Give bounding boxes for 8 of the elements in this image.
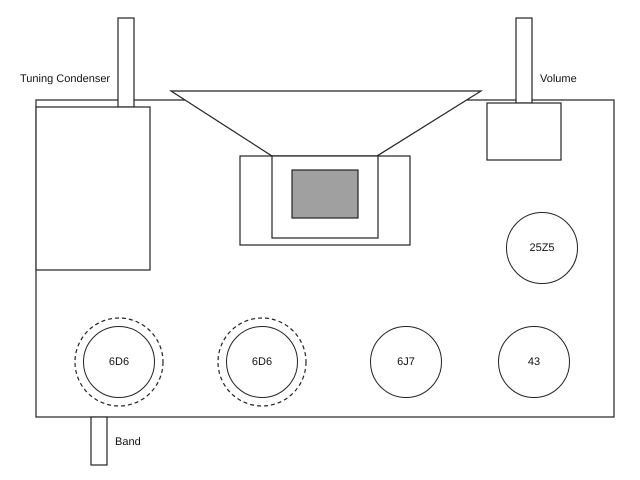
tube-label: 6D6 [252, 356, 272, 368]
part-label: Tuning Condenser [20, 73, 110, 85]
part-label: Band [115, 436, 141, 448]
tube-label: 25Z5 [529, 242, 555, 254]
tube-label: 43 [528, 356, 540, 368]
part-label: Volume [540, 73, 577, 85]
tube-label: 6D6 [108, 356, 130, 368]
tube-label: 6J7 [397, 356, 415, 368]
